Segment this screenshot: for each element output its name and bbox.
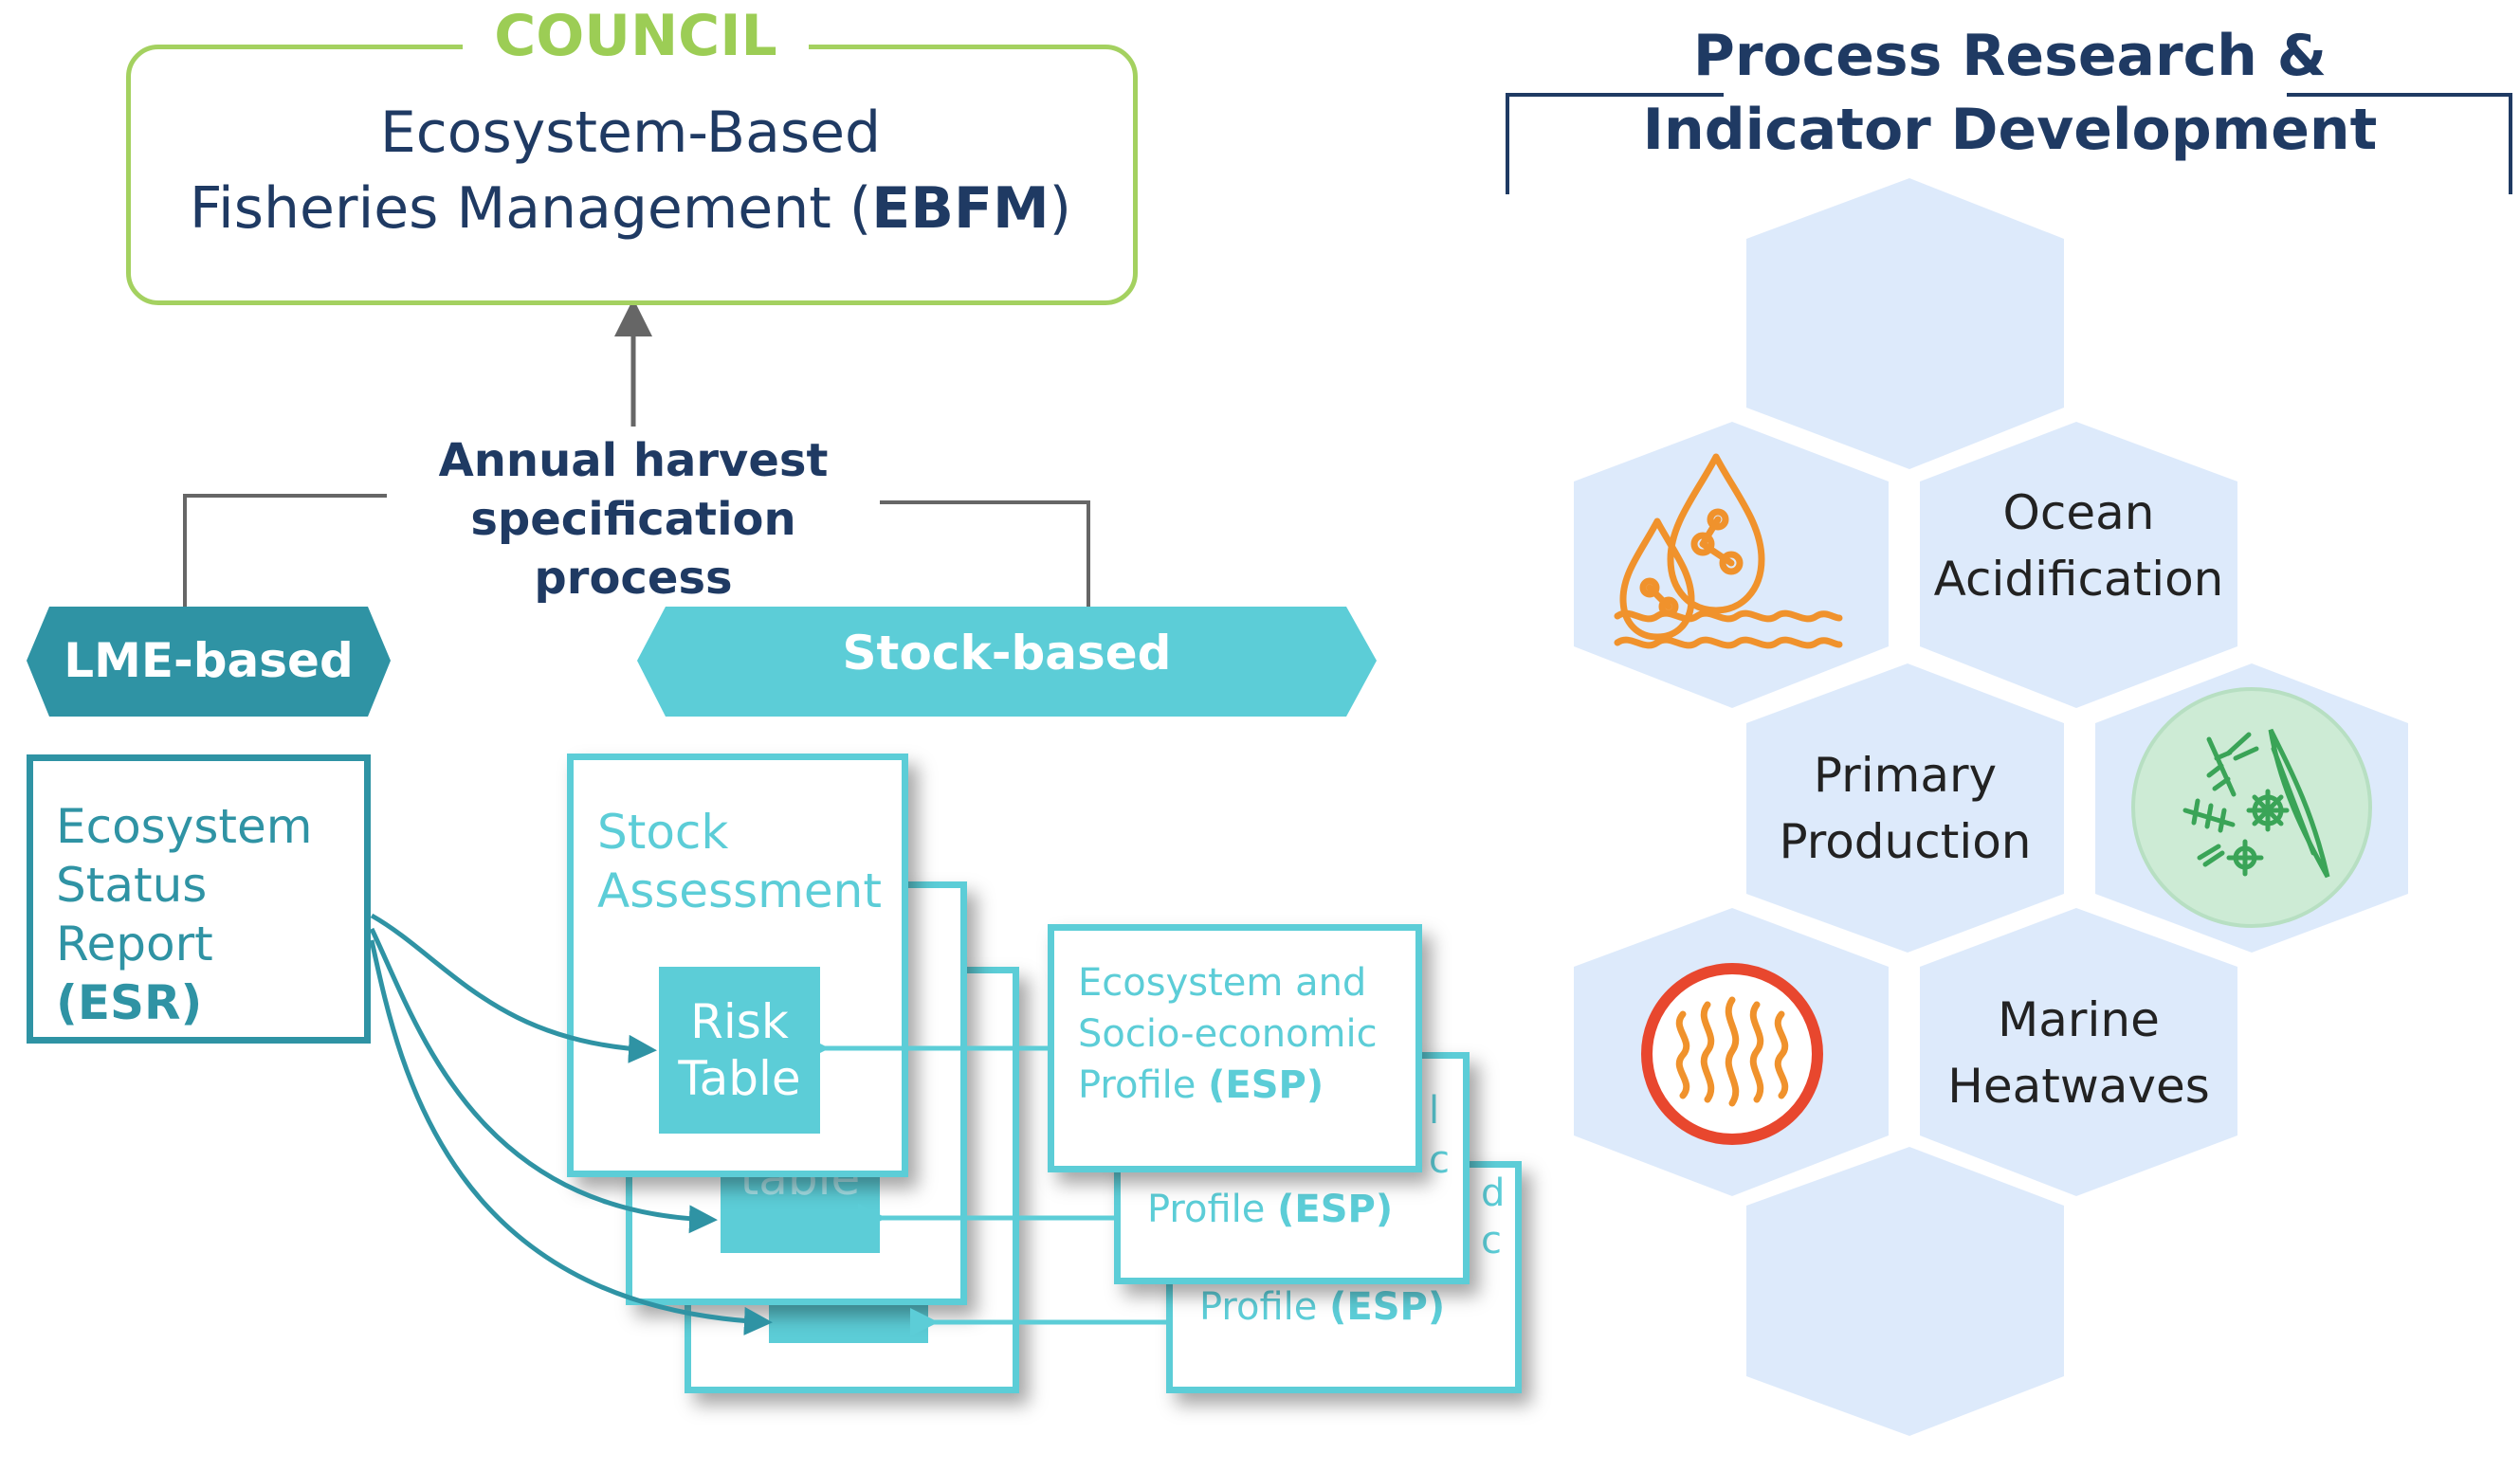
prid-bracket-right <box>2287 93 2512 194</box>
primary-production-label: Primary Production <box>1746 742 2064 875</box>
esp-back-2-frag-1: d <box>1481 1171 1506 1215</box>
esr-line1: Ecosystem <box>56 799 313 854</box>
prid-bracket-left <box>1506 93 1724 194</box>
heat-icon <box>1641 963 1823 1145</box>
esr-line3: Report (ESR) <box>56 915 369 1032</box>
lme-based-label: LME-based <box>64 633 354 688</box>
esr-text: Ecosystem Status Report (ESR) <box>56 797 369 1032</box>
hexagon-ocean-acidification <box>1920 422 2237 708</box>
esr-abbrev: (ESR) <box>56 975 203 1030</box>
lme-based-pill <box>27 607 391 717</box>
ebfm-line2-suffix: ) <box>1049 175 1072 242</box>
ebfm-text: Ecosystem-Based Fisheries Management (EB… <box>142 95 1119 256</box>
connector-lme-to-process <box>183 494 403 607</box>
esp-back-1-profile-prefix: Profile <box>1147 1188 1278 1231</box>
esr-line2: Status <box>56 858 208 913</box>
stock-based-label: Stock-based <box>842 626 1172 681</box>
esr-line3-prefix: Report <box>56 917 213 972</box>
hexagon-bottom <box>1746 1147 2064 1436</box>
ocean-acidification-line1: Ocean <box>2002 485 2155 540</box>
esp-line3-prefix: Profile <box>1078 1063 1209 1107</box>
annual-harvest-line2: specification process <box>470 493 796 605</box>
stock-based-pill <box>637 607 1377 717</box>
esp-back-2-profile: Profile (ESP) <box>1199 1281 1445 1333</box>
esp-abbrev: (ESP) <box>1208 1063 1324 1107</box>
prid-title-line1: Process Research & <box>1692 23 2328 89</box>
prid-title: Process Research & Indicator Development <box>1612 19 2408 171</box>
marine-heatwaves-label: Marine Heatwaves <box>1920 987 2237 1119</box>
hexagon-primary-production <box>1746 663 2064 953</box>
esp-line1: Ecosystem and <box>1078 961 1367 1005</box>
esp-back-1-profile: Profile (ESP) <box>1147 1184 1393 1235</box>
council-title: COUNCIL <box>463 6 809 66</box>
ebfm-line2-prefix: Fisheries Management ( <box>189 175 872 242</box>
esp-line3: Profile (ESP) <box>1078 1060 1419 1111</box>
stock-assessment-line1: Stock <box>597 805 729 860</box>
prid-title-line2: Indicator Development <box>1642 97 2378 163</box>
primary-production-line1: Primary <box>1813 748 1998 803</box>
ocean-acidification-line2: Acidification <box>1933 552 2224 607</box>
stock-card-front: Stock Assessment Risk Table <box>567 754 908 1177</box>
esp-back-2-abbrev: (ESP) <box>1329 1285 1446 1329</box>
marine-heatwaves-line2: Heatwaves <box>1947 1059 2210 1114</box>
esp-back-1-frag-2: c <box>1429 1138 1450 1182</box>
esp-line2: Socio-economic <box>1078 1012 1378 1056</box>
ebfm-line2: Fisheries Management (EBFM) <box>142 171 1119 246</box>
esp-back-2-frag-2: c <box>1481 1219 1502 1262</box>
ebfm-abbrev: EBFM <box>871 175 1050 242</box>
stock-assessment-line2: Assessment <box>597 863 882 918</box>
risk-table-line1: Risk <box>690 994 789 1049</box>
esp-back-1-frag-1: l <box>1429 1089 1440 1133</box>
annual-harvest-label: Annual harvest specification process <box>387 431 880 605</box>
risk-table: Risk Table <box>659 967 820 1134</box>
esp-title: Ecosystem and Socio-economic Profile (ES… <box>1078 957 1419 1111</box>
risk-table-line2: Table <box>678 1051 801 1106</box>
connector-stock-to-process <box>849 500 1090 607</box>
annual-harvest-line1: Annual harvest <box>438 434 829 487</box>
ocean-acidification-label: Ocean Acidification <box>1920 480 2237 612</box>
marine-heatwaves-line1: Marine <box>1998 992 2160 1047</box>
plankton-icon <box>2131 687 2372 928</box>
primary-production-line2: Production <box>1779 814 2032 869</box>
esp-back-2-profile-prefix: Profile <box>1199 1285 1330 1329</box>
esp-back-1-abbrev: (ESP) <box>1277 1188 1394 1231</box>
water-drops-icon <box>1614 453 1843 649</box>
stock-assessment-title: Stock Assessment <box>597 803 901 920</box>
esp-card-front: Ecosystem and Socio-economic Profile (ES… <box>1048 924 1422 1172</box>
hexagon-top <box>1746 178 2064 469</box>
hexagon-marine-heatwaves <box>1920 908 2237 1196</box>
ebfm-line1: Ecosystem-Based <box>379 100 882 166</box>
esr-box: Ecosystem Status Report (ESR) <box>27 754 371 1044</box>
